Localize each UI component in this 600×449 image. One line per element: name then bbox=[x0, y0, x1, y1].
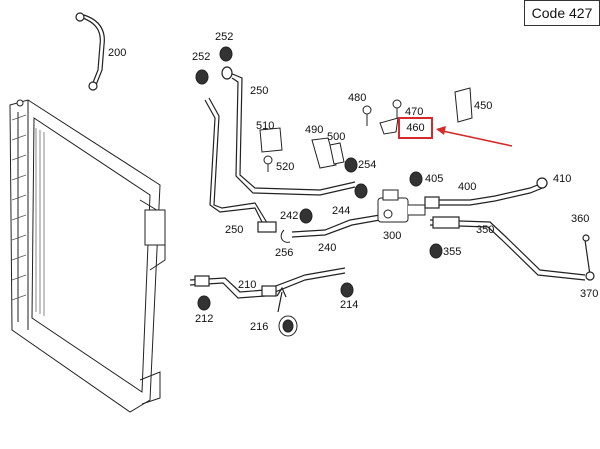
label-500: 500 bbox=[327, 131, 345, 143]
label-510: 510 bbox=[256, 120, 274, 132]
label-214: 214 bbox=[340, 299, 358, 311]
line-250 bbox=[204, 66, 356, 233]
label-350: 350 bbox=[476, 224, 494, 236]
label-254: 254 bbox=[358, 159, 376, 171]
label-200: 200 bbox=[108, 47, 126, 59]
hose-200 bbox=[75, 12, 105, 91]
expansion-valve-300 bbox=[377, 189, 426, 223]
label-240: 240 bbox=[318, 242, 336, 254]
label-520: 520 bbox=[276, 161, 294, 173]
label-470: 470 bbox=[405, 106, 423, 118]
screws bbox=[263, 99, 402, 243]
line-210 bbox=[189, 267, 346, 299]
label-250-upper: 250 bbox=[250, 85, 268, 97]
label-300: 300 bbox=[383, 230, 401, 242]
label-360: 360 bbox=[571, 213, 589, 225]
part-labels: 200 252 252 250 250 510 520 490 500 254 … bbox=[108, 31, 598, 333]
label-212: 212 bbox=[195, 313, 213, 325]
brackets bbox=[259, 87, 473, 169]
label-252-top: 252 bbox=[215, 31, 233, 43]
label-450: 450 bbox=[474, 100, 492, 112]
label-400: 400 bbox=[458, 181, 476, 193]
seal-rings bbox=[195, 46, 443, 337]
label-405: 405 bbox=[425, 173, 443, 185]
label-480: 480 bbox=[348, 92, 366, 104]
line-400 bbox=[424, 177, 548, 209]
label-355: 355 bbox=[443, 246, 461, 258]
condenser-radiator bbox=[9, 99, 166, 413]
label-244: 244 bbox=[332, 205, 350, 217]
label-252-left: 252 bbox=[192, 51, 210, 63]
label-370: 370 bbox=[580, 288, 598, 300]
line-240 bbox=[291, 214, 381, 238]
label-242: 242 bbox=[280, 210, 298, 222]
label-210: 210 bbox=[238, 279, 256, 291]
code-label-box: Code 427 bbox=[524, 0, 600, 26]
highlight-arrow bbox=[436, 126, 513, 147]
arrow-216 bbox=[276, 286, 287, 313]
label-256: 256 bbox=[275, 247, 293, 259]
line-350 bbox=[429, 216, 595, 281]
highlighted-part-box[interactable]: 460 bbox=[398, 117, 433, 139]
label-490: 490 bbox=[305, 124, 323, 136]
label-410: 410 bbox=[553, 173, 571, 185]
label-216: 216 bbox=[250, 321, 268, 333]
label-250-lower: 250 bbox=[225, 224, 243, 236]
